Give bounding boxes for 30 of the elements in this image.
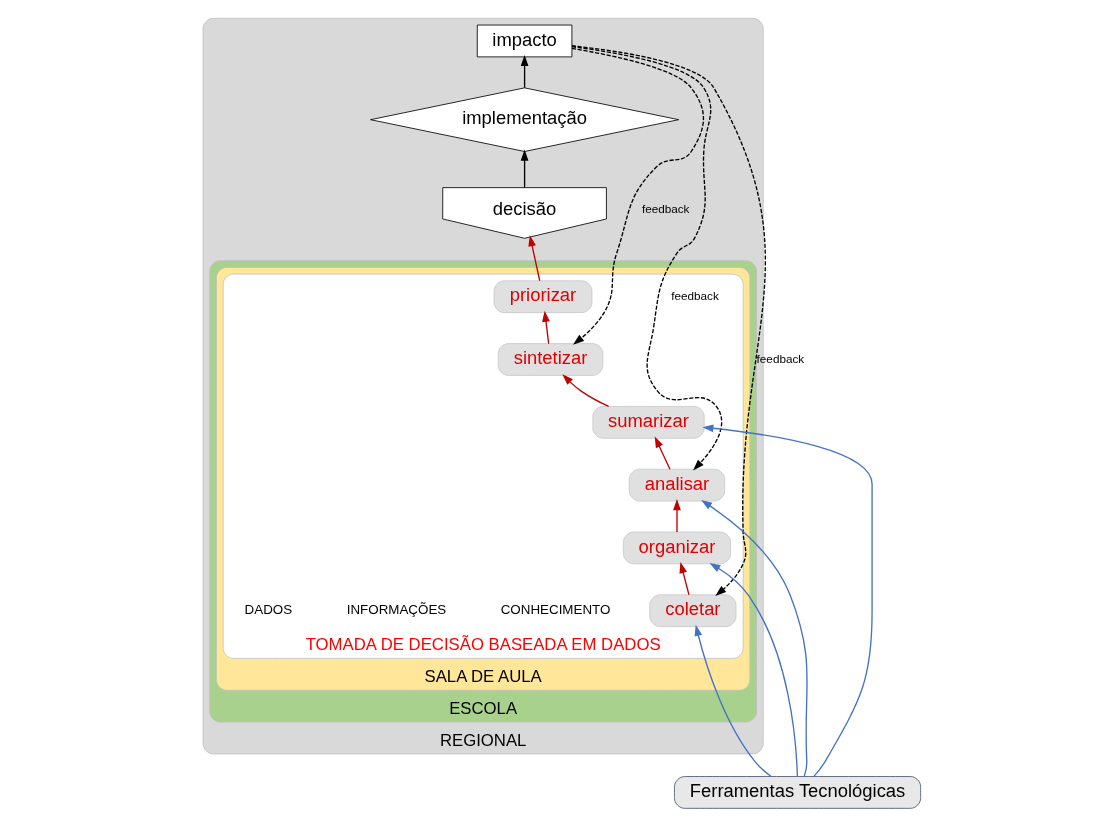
node-box: analisar (628, 468, 725, 502)
arrow (701, 424, 873, 778)
arrow (570, 46, 722, 471)
node-box: impacto (476, 24, 572, 58)
arrow (672, 499, 681, 533)
node-box: priorizar (493, 280, 592, 314)
arrow (527, 235, 540, 282)
node-box: organizar (622, 531, 731, 565)
edge-label: feedback (670, 288, 719, 302)
label: CONHECIMENTO (500, 601, 610, 617)
label: INFORMAÇÕES (346, 601, 446, 617)
arrow (708, 562, 798, 778)
arrow (654, 436, 671, 470)
arrow (570, 45, 766, 596)
edge-label: feedback (641, 202, 689, 216)
arrow (700, 499, 808, 778)
arrow (541, 310, 550, 345)
arrow (694, 624, 772, 778)
edge-label: feedback (756, 351, 804, 365)
arrow (520, 149, 528, 189)
node-box: coletar (648, 594, 736, 628)
node-box: Ferramentas Tecnológicas (673, 776, 921, 809)
node-box: sumarizar (591, 406, 705, 439)
arrow (570, 47, 704, 345)
arrow (520, 54, 528, 89)
node-box: sintetizar (497, 343, 603, 376)
node-diamond: implementação (369, 87, 679, 152)
arrow (678, 561, 690, 596)
label: DADOS (244, 601, 292, 617)
arrow (561, 374, 609, 408)
